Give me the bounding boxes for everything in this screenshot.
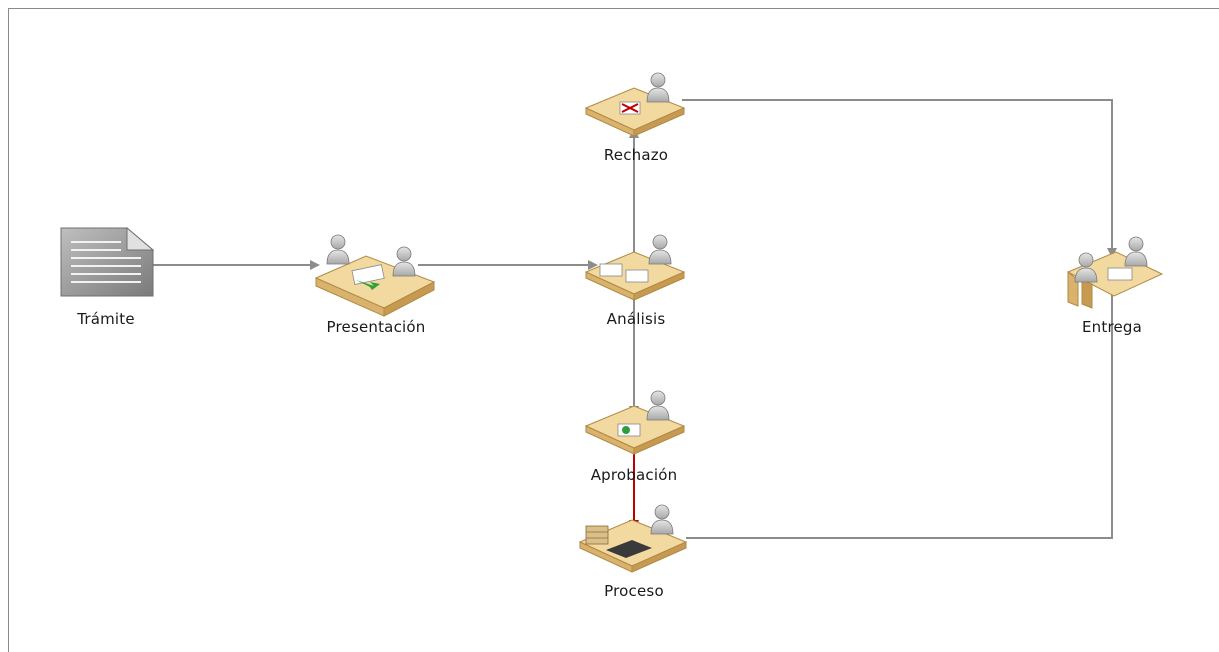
rejection-desk-icon: [584, 72, 686, 137]
connector-proceso-entrega: [686, 278, 1117, 539]
process-desk-icon: [578, 504, 688, 573]
node-label-entrega: Entrega: [1081, 318, 1143, 336]
connector-rechazo-entrega: [682, 99, 1117, 258]
analysis-desk-icon: [584, 234, 686, 301]
document-icon: [60, 226, 155, 297]
node-label-aprobacion: Aprobación: [590, 466, 678, 484]
approval-desk-icon: [584, 390, 686, 455]
canvas-frame: [8, 8, 1219, 652]
node-label-tramite: Trámite: [77, 310, 135, 328]
delivery-desk-icon: [1066, 236, 1164, 309]
node-label-analisis: Análisis: [606, 310, 666, 328]
node-label-rechazo: Rechazo: [603, 146, 669, 164]
node-label-proceso: Proceso: [604, 582, 664, 600]
presentation-desk-icon: [314, 234, 436, 317]
connectors: [153, 99, 1117, 539]
node-label-presentacion: Presentación: [326, 318, 426, 336]
